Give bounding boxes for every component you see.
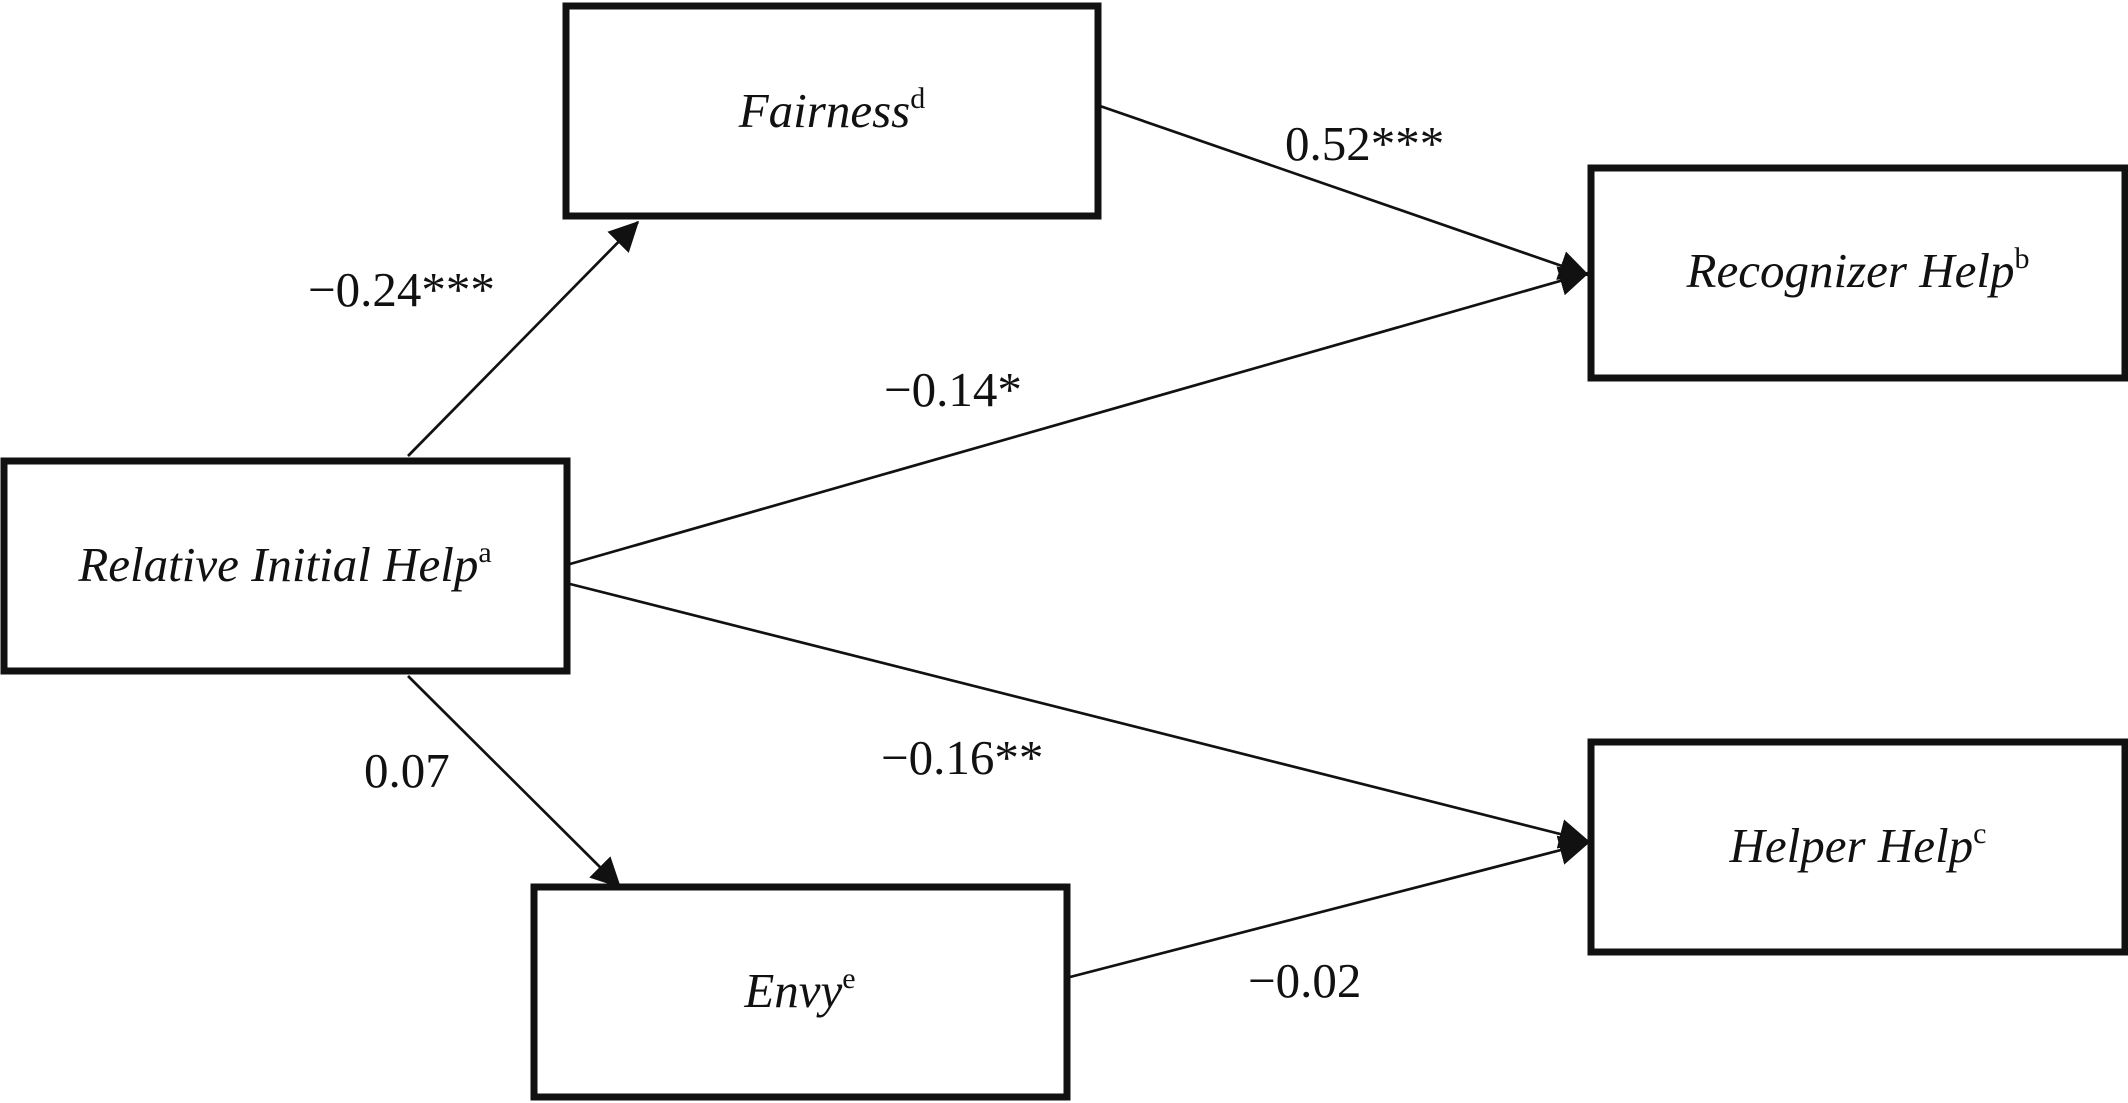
coef-relative-to-envy: 0.07: [364, 743, 450, 798]
node-helper-help-superscript: c: [1973, 817, 1986, 850]
coef-envy-to-helper: −0.02: [1248, 953, 1361, 1008]
coef-fairness-to-recognizer: 0.52***: [1285, 116, 1444, 171]
node-envy: Envye: [530, 883, 1071, 1101]
node-envy-superscript: e: [842, 962, 855, 995]
node-recognizer-help-label: Recognizer Help: [1686, 243, 2015, 298]
node-fairness: Fairnessd: [562, 2, 1102, 220]
svg-text:Envye: Envye: [743, 962, 855, 1018]
coef-relative-to-fairness: −0.24***: [308, 262, 495, 317]
node-relative-initial-help: Relative Initial Helpa: [0, 457, 571, 675]
node-helper-help-label: Helper Help: [1729, 818, 1974, 873]
path-fairness-to-recognizer: [1099, 104, 1590, 280]
path-envy-to-helper: [1069, 835, 1590, 979]
node-fairness-label: Fairness: [738, 83, 911, 138]
node-recognizer-help: Recognizer Helpb: [1587, 164, 2128, 382]
coef-relative-to-helper: −0.16**: [881, 730, 1043, 785]
node-relative-initial-help-superscript: a: [478, 536, 491, 569]
svg-text:Recognizer Helpb: Recognizer Helpb: [1686, 242, 2030, 298]
svg-text:Relative Initial Helpa: Relative Initial Helpa: [77, 536, 491, 592]
path-relative-to-fairness: [407, 220, 640, 457]
node-fairness-superscript: d: [910, 82, 925, 115]
node-envy-label: Envy: [743, 963, 842, 1018]
path-relative-to-recognizer: [569, 266, 1590, 566]
node-relative-initial-help-label: Relative Initial Help: [77, 537, 478, 592]
node-helper-help: Helper Helpc: [1587, 738, 2128, 956]
svg-text:Fairnessd: Fairnessd: [738, 82, 926, 138]
path-relative-to-envy: [407, 675, 622, 889]
path-relative-to-helper: [569, 582, 1590, 849]
coef-relative-to-recognizer: −0.14*: [884, 362, 1022, 417]
node-recognizer-help-superscript: b: [2014, 242, 2029, 275]
svg-text:Helper Helpc: Helper Helpc: [1729, 817, 1987, 873]
